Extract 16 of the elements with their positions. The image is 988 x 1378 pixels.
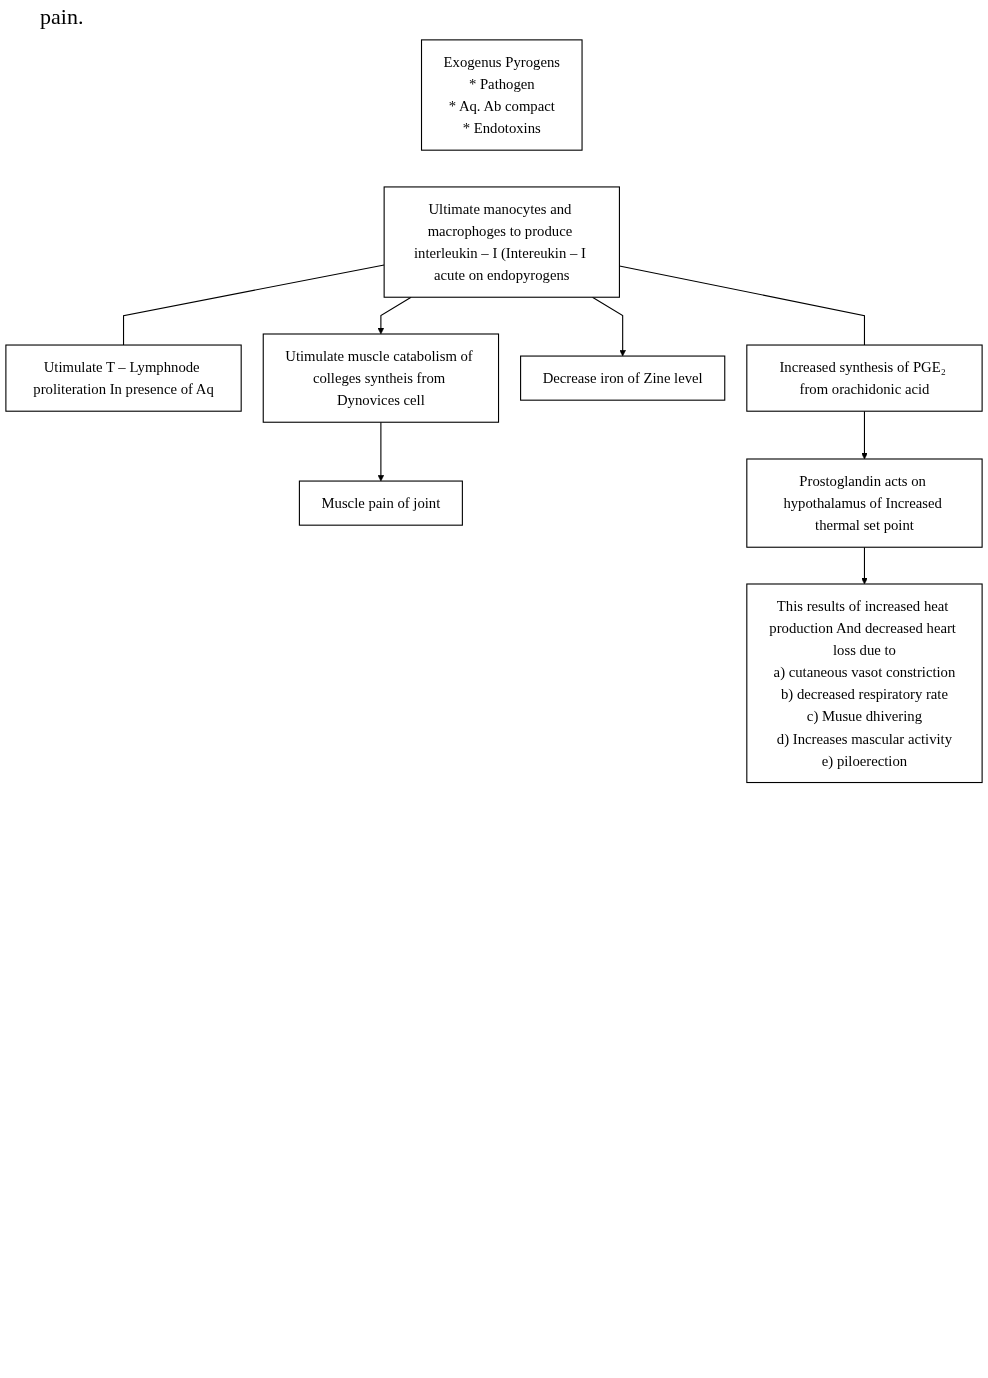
arrow [591, 296, 626, 357]
note-text: pain. [40, 4, 84, 29]
node-box: Prostoglandin acts on hypothalamus of Increased thermal set point [746, 458, 983, 548]
node-box: Decrease iron of Zine level [520, 355, 726, 401]
node-box: Utimulate T – Lymphnode proliteration In presence of Aq [5, 344, 242, 412]
arrow [861, 410, 868, 460]
arrow [377, 296, 412, 335]
node-box: Increased synthesis of PGE₂ from orachidonic acid [746, 344, 983, 412]
arrow [861, 546, 868, 585]
arrow [377, 421, 385, 482]
node-box: Ultimate manocytes and macrophoges to produce interleukin – I (Intereukin – I acute on endopyrogens [383, 186, 620, 298]
node-box: This results of increased heat production And decreased heart loss due to a) cutaneous vasot constriction b) decreased respiratory rate c) Musue dhivering d) Increases mascular activity e) piloerection [746, 583, 983, 784]
node-box: Exogenus Pyrogens * Pathogen * Aq. Ab compact * Endotoxins [420, 39, 583, 151]
node-box: Muscle pain of joint [298, 480, 463, 526]
node-box: Utimulate muscle catabolism of colleges syntheis from Dynovices cell [262, 333, 500, 423]
connector [123, 264, 385, 346]
